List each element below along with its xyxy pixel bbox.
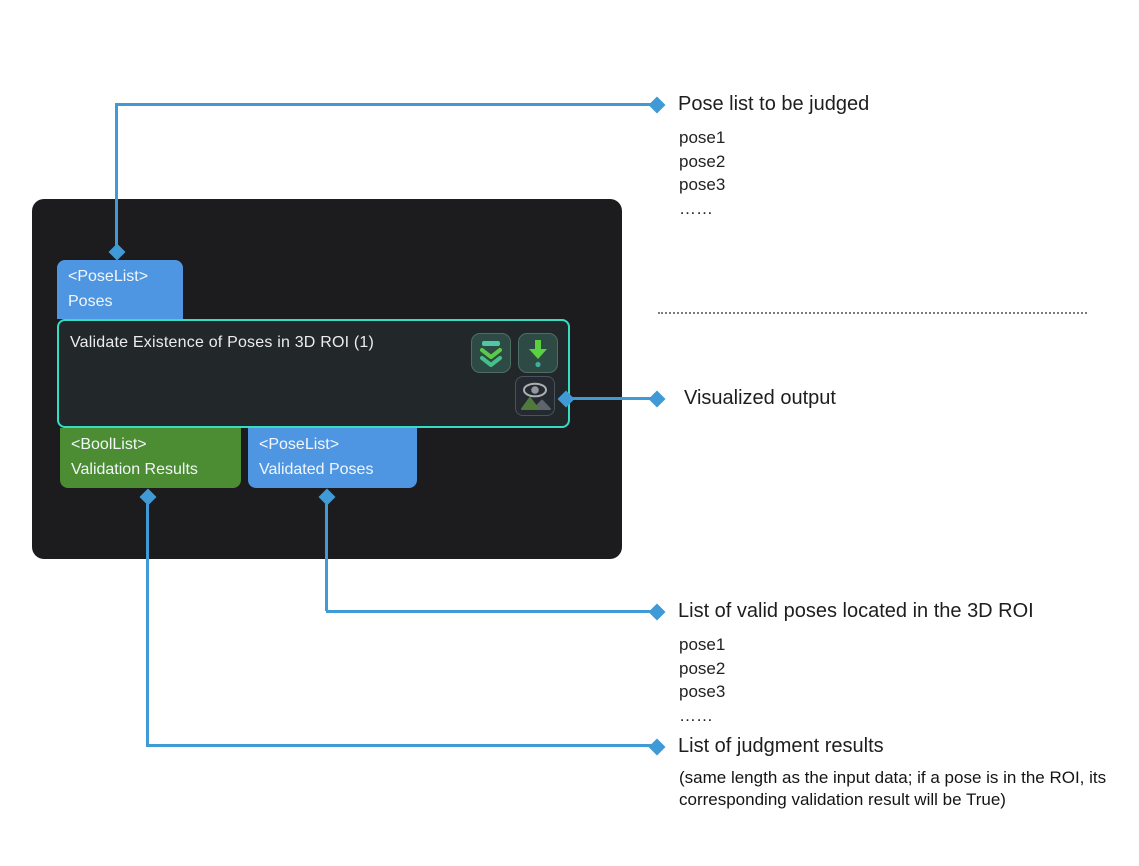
annotation-validated-title: List of valid poses located in the 3D RO… bbox=[678, 600, 1034, 622]
output-port-validation-results[interactable]: <BoolList> Validation Results bbox=[60, 428, 241, 488]
list-item: pose2 bbox=[679, 151, 726, 171]
step-node-body[interactable]: Validate Existence of Poses in 3D ROI (1… bbox=[57, 319, 570, 428]
list-item: …… bbox=[679, 198, 713, 218]
connector-visualized-diamond-label bbox=[648, 390, 666, 408]
dotted-separator bbox=[658, 312, 1087, 314]
list-item: pose3 bbox=[679, 682, 726, 701]
double-chevron-down-icon bbox=[480, 341, 502, 367]
connector-input-horizontal bbox=[115, 103, 657, 106]
list-item: pose1 bbox=[679, 635, 726, 654]
connector-validated-horizontal bbox=[326, 610, 657, 613]
step-node[interactable]: <PoseList> Poses Validate Existence of P… bbox=[32, 199, 622, 559]
run-to-step-button[interactable] bbox=[518, 333, 558, 373]
connector-results-vertical bbox=[146, 497, 149, 746]
list-item: pose3 bbox=[679, 175, 726, 194]
connector-input-vertical bbox=[115, 104, 118, 248]
connector-results-horizontal bbox=[146, 744, 657, 747]
connector-validated-diamond-label bbox=[648, 603, 666, 621]
port-label: Poses bbox=[68, 293, 113, 310]
port-type: <BoolList> bbox=[71, 436, 147, 453]
input-port-poses[interactable]: <PoseList> Poses bbox=[57, 260, 183, 319]
annotation-results-note: (same length as the input data; if a pos… bbox=[679, 768, 1107, 810]
list-item: …… bbox=[679, 705, 713, 725]
annotation-input-title: Pose list to be judged bbox=[678, 93, 870, 115]
step-title: Validate Existence of Poses in 3D ROI (1… bbox=[70, 334, 375, 351]
down-arrow-icon bbox=[529, 340, 547, 368]
port-type: <PoseList> bbox=[68, 268, 149, 285]
list-item: pose1 bbox=[679, 128, 726, 147]
port-label: Validation Results bbox=[71, 461, 198, 478]
port-type: <PoseList> bbox=[259, 436, 340, 453]
connector-results-diamond-label bbox=[648, 738, 666, 756]
connector-visualized-horizontal bbox=[566, 397, 657, 400]
visualized-output-button[interactable] bbox=[515, 376, 555, 416]
connector-input-diamond-label bbox=[648, 96, 666, 114]
connector-validated-vertical bbox=[325, 497, 328, 611]
list-item: pose2 bbox=[679, 658, 726, 678]
output-port-validated-poses[interactable]: <PoseList> Validated Poses bbox=[248, 428, 417, 488]
annotation-visualized-title: Visualized output bbox=[684, 387, 836, 409]
annotation-validated-list: pose1 pose2 pose3 …… bbox=[679, 633, 725, 727]
eye-image-icon bbox=[521, 382, 551, 410]
collapse-expand-button[interactable] bbox=[471, 333, 511, 373]
port-label: Validated Poses bbox=[259, 461, 374, 478]
annotation-results-title: List of judgment results bbox=[678, 735, 884, 757]
annotation-input-list: pose1 pose2 pose3 …… bbox=[679, 126, 725, 220]
